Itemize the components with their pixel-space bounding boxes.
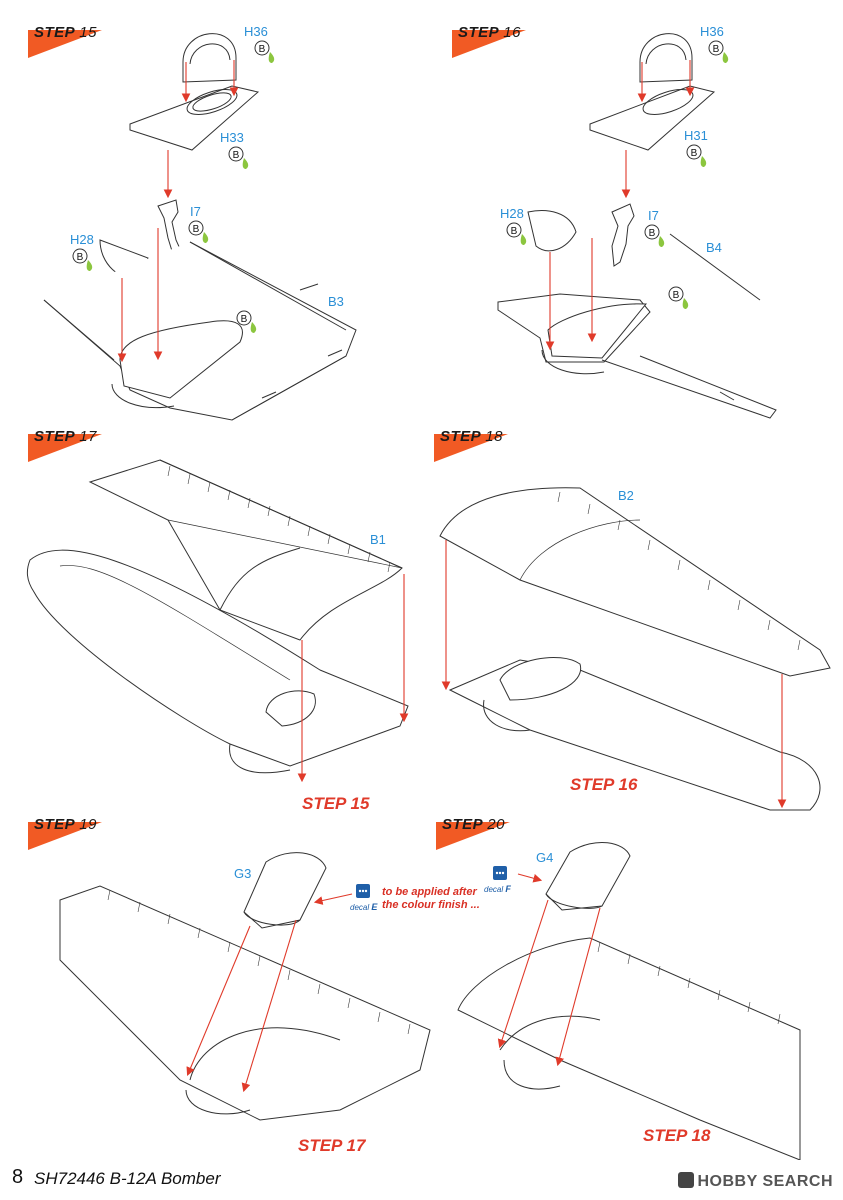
step-reference: STEP 16: [570, 775, 638, 794]
step-16-drawing: [497, 33, 777, 419]
step-word: STEP: [440, 428, 481, 445]
part-label: H36: [700, 24, 724, 39]
step-tag-triangle: [28, 30, 102, 58]
svg-text:B: B: [241, 314, 248, 325]
step-20-header: STEP 20: [436, 816, 526, 855]
step-17-drawing: [26, 459, 409, 774]
svg-text:B: B: [649, 228, 656, 239]
paint-callouts: B B B B B B B B B B: [72, 40, 729, 333]
step-reference: STEP 17: [298, 1136, 366, 1155]
paint-b-icon: B: [506, 222, 527, 245]
part-label: H31: [684, 128, 708, 143]
part-label: I7: [648, 208, 659, 223]
decal-label-f: decal F: [484, 884, 511, 894]
part-label: H33: [220, 130, 244, 145]
step-tag-triangle: [28, 822, 102, 850]
svg-text:B: B: [259, 44, 266, 55]
decal-note-line: to be applied after: [382, 886, 477, 898]
paint-b-icon: B: [188, 220, 209, 243]
step-word: STEP: [458, 24, 499, 41]
part-label: H28: [500, 206, 524, 221]
decal-label-e: decal E: [350, 902, 378, 912]
page-number: 8: [12, 1166, 24, 1188]
step-tag-triangle: [434, 434, 508, 462]
svg-text:B: B: [77, 252, 84, 263]
decal-note-line: the colour finish ...: [382, 899, 480, 911]
part-label: B4: [706, 240, 722, 255]
step-number: 15: [79, 24, 97, 41]
decal-note: to be applied after the colour finish ..…: [382, 886, 480, 912]
step-number: 18: [485, 428, 503, 445]
paint-b-icon: B: [708, 40, 729, 63]
svg-text:B: B: [673, 290, 680, 301]
step-tag-triangle: [452, 30, 526, 58]
step-18-header: STEP 18: [434, 428, 524, 467]
svg-text:B: B: [193, 224, 200, 235]
hobby-search-logo-icon: [677, 1172, 694, 1188]
part-label: H28: [70, 232, 94, 247]
paint-b-icon: B: [254, 40, 275, 63]
decal-icon-e: [356, 884, 370, 898]
paint-b-icon: B: [228, 146, 249, 169]
svg-text:B: B: [511, 226, 518, 237]
step-19-drawing: [59, 852, 431, 1121]
paint-b-icon: B: [236, 310, 257, 333]
step-reference: STEP 15: [302, 794, 370, 813]
step-number: 17: [79, 428, 97, 445]
step-tag-triangle: [28, 434, 102, 462]
step-18-drawing: [439, 487, 831, 811]
step-number: 16: [503, 24, 521, 41]
svg-text:B: B: [691, 148, 698, 159]
step-15-header: STEP 15: [28, 24, 118, 63]
part-label: H36: [244, 24, 268, 39]
part-label: B2: [618, 488, 634, 503]
paint-b-icon: B: [668, 286, 689, 309]
part-label: I7: [190, 204, 201, 219]
step-tag-triangle: [436, 822, 510, 850]
part-label: B3: [328, 294, 344, 309]
step-word: STEP: [34, 816, 75, 833]
kit-title: SH72446 B-12A Bomber: [34, 1169, 221, 1188]
paint-b-icon: B: [644, 224, 665, 247]
svg-text:B: B: [233, 150, 240, 161]
step-number: 19: [79, 816, 97, 833]
step-16-header: STEP 16: [452, 24, 542, 63]
watermark-text: HOBBY SEARCH: [697, 1173, 833, 1190]
paint-b-icon: B: [72, 248, 93, 271]
step-17-header: STEP 17: [28, 428, 118, 467]
step-reference: STEP 18: [643, 1126, 711, 1145]
paint-b-icon: B: [686, 144, 707, 167]
part-label: G3: [234, 866, 252, 881]
decal-icon-f: [493, 866, 507, 880]
part-label: G4: [536, 850, 554, 865]
assembly-drawings: B B B B B B B B B B: [26, 33, 831, 1160]
step-19-header: STEP 19: [28, 816, 118, 855]
step-word: STEP: [34, 428, 75, 445]
watermark: HOBBY SEARCH: [677, 1172, 834, 1191]
part-label: B1: [370, 532, 386, 547]
step-20-drawing: [457, 841, 801, 1160]
step-word: STEP: [442, 816, 483, 833]
step-number: 20: [487, 816, 505, 833]
svg-text:B: B: [713, 44, 720, 55]
step-word: STEP: [34, 24, 75, 41]
